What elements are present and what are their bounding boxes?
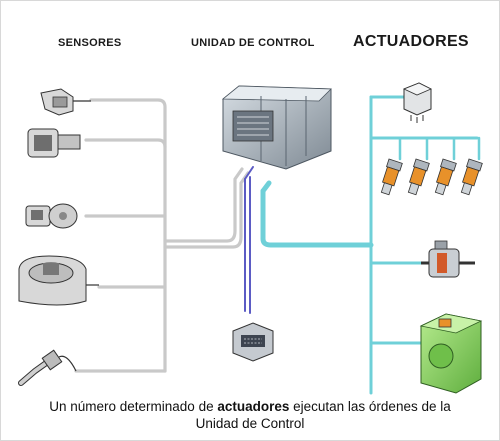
ecu-icon — [223, 86, 331, 169]
caption-line2: Unidad de Control — [196, 416, 305, 431]
diagnostic-connector-icon — [233, 323, 273, 361]
caption-bold: actuadores — [217, 399, 289, 414]
caption: Un número determinado de actuadores ejec… — [11, 398, 489, 432]
wiring-diagram — [1, 1, 499, 396]
throttle-sensor-icon — [19, 256, 99, 305]
connector-sensor-icon — [28, 129, 80, 157]
relay-icon — [404, 83, 431, 123]
caption-part2: ejecutan las órdenes de la — [289, 399, 450, 414]
pressure-sensor-icon — [41, 89, 91, 115]
control-wire — [245, 167, 253, 313]
sensor-wiring — [76, 100, 248, 371]
throttle-module-icon — [421, 314, 481, 393]
oxygen-sensor-icon — [21, 350, 76, 383]
idle-valve-icon — [421, 241, 475, 277]
knock-sensor-icon — [26, 204, 77, 228]
caption-part1: Un número determinado de — [49, 399, 217, 414]
injector-icon — [378, 159, 482, 196]
